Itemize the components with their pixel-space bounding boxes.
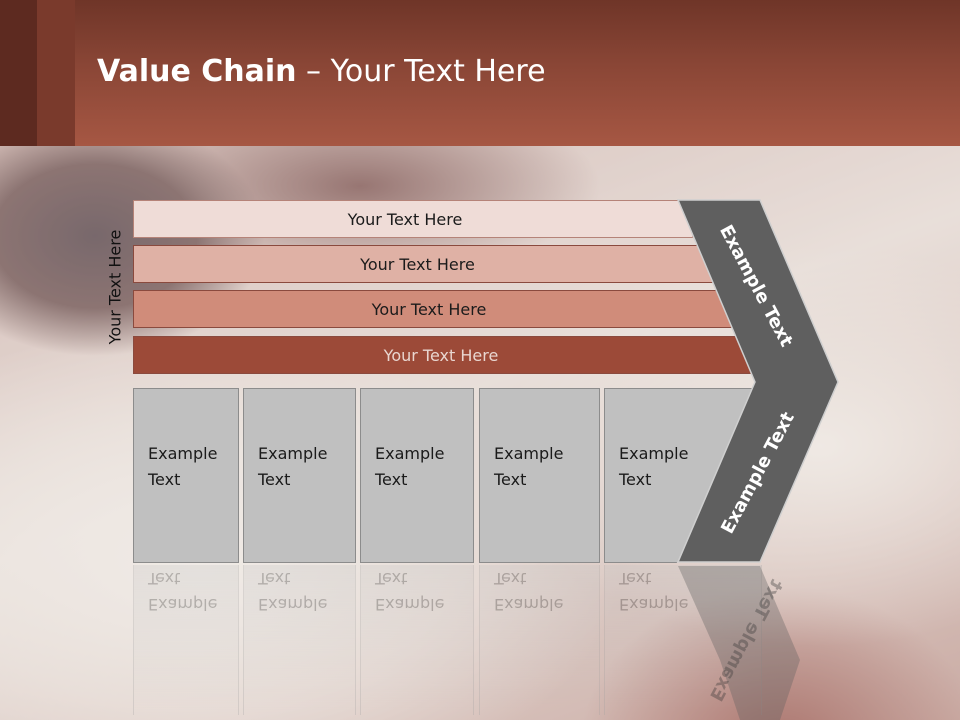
box-line: Example [375, 444, 445, 463]
bar-label: Your Text Here [371, 299, 487, 319]
chevron-reflection [678, 566, 800, 720]
value-bar-1: Your Text Here [133, 200, 693, 238]
header-stripe [0, 0, 37, 146]
box-line: Example [258, 444, 328, 463]
bar-label: Your Text Here [360, 254, 475, 274]
title-rest: – Your Text Here [296, 54, 546, 89]
box-line: Text [494, 470, 527, 489]
chevron-shape [676, 199, 839, 563]
header-stripe [37, 0, 75, 146]
slide-title: Value Chain – Your Text Here [97, 54, 546, 89]
box-line: Example [619, 444, 689, 463]
box-line: Text [148, 470, 181, 489]
value-bar-4: Your Text Here [133, 336, 765, 374]
box-line: Text [619, 470, 652, 489]
value-bar-3: Your Text Here [133, 290, 741, 328]
box-line: Text [375, 470, 408, 489]
bar-label: Your Text Here [383, 345, 499, 365]
box-line: Text [258, 470, 291, 489]
box-line: Example [148, 444, 218, 463]
header-band: Value Chain – Your Text Here [0, 0, 960, 146]
bar-label: Your Text Here [347, 209, 463, 229]
box-line: Example [494, 444, 564, 463]
title-bold: Value Chain [97, 54, 297, 89]
value-bar-2: Your Text Here [133, 245, 718, 283]
